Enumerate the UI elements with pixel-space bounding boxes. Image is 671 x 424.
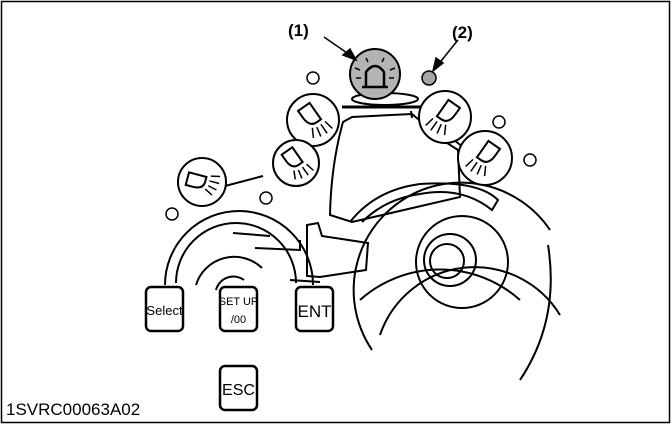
status-indicator [421,70,437,86]
esc-button[interactable]: ESC [218,364,259,412]
select-button[interactable]: Select [144,285,185,333]
work-light-icon [457,130,513,186]
callout-leaders [323,36,459,73]
select-button-label: Select [146,303,183,318]
work-light-icon [418,90,472,144]
callout-label-1: (1) [288,21,309,40]
setup-button-label-line1: SET UP [219,296,259,308]
beacon-icon [349,48,419,106]
work-light-icon [177,157,227,207]
setup-button[interactable]: SET UP /00 [219,285,259,333]
lamp-marker [165,71,537,221]
ent-button[interactable]: ENT [294,285,335,333]
figure-id: 1SVRC00063A02 [6,400,140,419]
callout-label-2: (2) [452,23,473,42]
esc-button-label: ESC [222,382,255,399]
setup-button-label-line2: /00 [231,314,246,326]
ent-button-label: ENT [298,302,332,321]
work-light-icon [272,139,320,187]
work-light-icon [286,93,340,147]
